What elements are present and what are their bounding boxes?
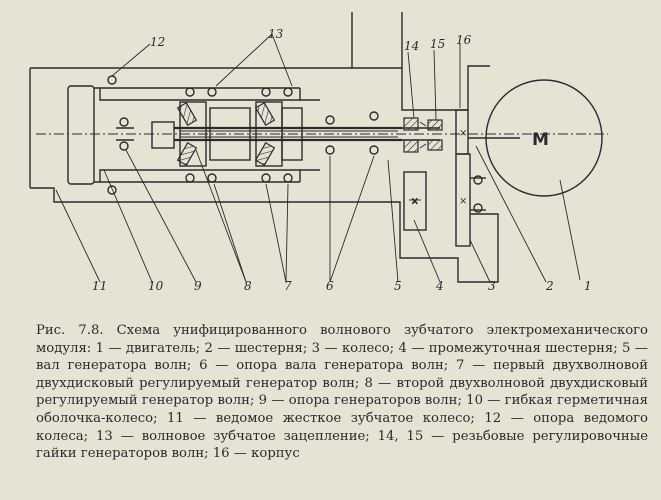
wave-generator-first: [254, 87, 303, 183]
label-11: 11: [92, 279, 107, 293]
motor: M: [468, 79, 603, 197]
shaft-bearings: [325, 111, 379, 155]
label-2: 2: [545, 279, 554, 293]
label-7: 7: [284, 279, 292, 293]
wave-generator-second: [176, 87, 251, 183]
driven-gear-bearings: [107, 75, 134, 195]
label-4: 4: [435, 279, 444, 293]
label-16: 16: [456, 33, 472, 47]
label-15: 15: [430, 37, 445, 51]
label-1: 1: [584, 279, 592, 293]
figure-caption: Рис. 7.8. Схема унифицированного волново…: [36, 323, 648, 462]
kinematic-scheme-figure: × × × M: [29, 12, 608, 293]
label-10: 10: [148, 279, 164, 293]
scheme-drawing: × × × M: [29, 12, 608, 293]
svg-text:×: ×: [411, 197, 419, 207]
gear-pair: × ×: [455, 109, 486, 247]
wave-generator-shaft: [151, 121, 440, 149]
adjusting-nuts: [403, 117, 443, 153]
label-12: 12: [150, 35, 165, 49]
label-9: 9: [194, 279, 202, 293]
label-5: 5: [394, 279, 402, 293]
svg-text:×: ×: [459, 128, 467, 139]
label-13: 13: [268, 27, 284, 41]
label-8: 8: [244, 279, 252, 293]
label-6: 6: [326, 279, 334, 293]
motor-letter: M: [532, 130, 549, 150]
label-3: 3: [488, 279, 496, 293]
rigid-gear-frame: [67, 85, 320, 185]
svg-text:×: ×: [459, 196, 467, 207]
leader-lines: [55, 33, 581, 283]
label-14: 14: [404, 39, 419, 53]
intermediate-gear: ×: [403, 171, 427, 231]
